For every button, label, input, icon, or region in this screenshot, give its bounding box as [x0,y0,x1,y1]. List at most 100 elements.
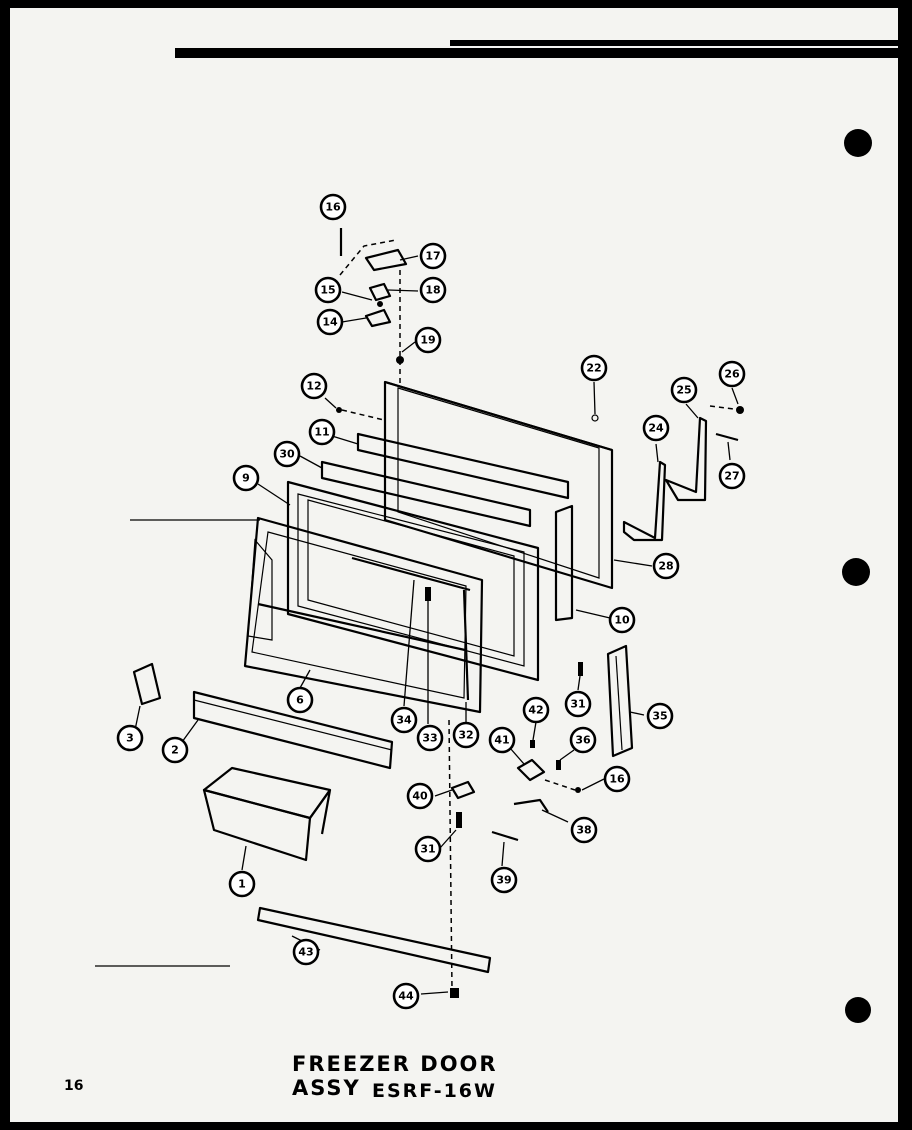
part-43-rail [256,906,492,974]
callout-16: 16 [603,765,631,793]
callout-label: 16 [609,773,625,786]
callout-36: 36 [569,726,597,754]
callout-32: 32 [452,721,480,749]
callout-label: 33 [422,732,437,745]
page-number: 16 [64,1078,84,1094]
callout-label: 38 [576,824,591,837]
callout-label: 39 [496,874,511,887]
callout-label: 2 [171,744,179,757]
part-27 [715,432,739,442]
small-hardware [336,407,599,991]
callout-31: 31 [564,690,592,718]
callout-label: 41 [494,734,509,747]
callout-42: 42 [522,696,550,724]
callout-16: 16 [319,193,347,221]
scan-artifacts [95,40,900,1023]
callout-label: 25 [676,384,691,397]
callout-28: 28 [652,552,680,580]
callout-25: 25 [670,376,698,404]
callout-10: 10 [608,606,636,634]
callout-30: 30 [273,440,301,468]
callout-labels: 1236910111214151616171819222425262728303… [116,193,746,1010]
callout-label: 12 [306,380,321,393]
callout-35: 35 [646,702,674,730]
callout-34: 34 [390,706,418,734]
callout-24: 24 [642,414,670,442]
part-44-cap [450,988,459,998]
callout-15: 15 [314,276,342,304]
callout-41: 41 [488,726,516,754]
callout-label: 1 [238,878,246,891]
part-28-outer-door [383,380,614,590]
callout-label: 17 [425,250,440,263]
callout-label: 18 [425,284,440,297]
callout-label: 30 [279,448,295,461]
callout-label: 6 [296,694,304,707]
part-2-trim [192,690,394,770]
callout-label: 11 [314,426,329,439]
part-11-breaker-strip [356,432,570,500]
callout-39: 39 [490,866,518,894]
top-hinge-assembly [339,228,408,385]
callout-label: 3 [126,732,134,745]
part-10-side-strip [554,504,574,622]
callout-1: 1 [228,870,256,898]
callout-label: 42 [528,704,543,717]
callout-18: 18 [419,276,447,304]
callout-label: 14 [322,316,338,329]
callout-26: 26 [718,360,746,388]
callout-9: 9 [232,464,260,492]
callout-27: 27 [718,462,746,490]
callout-33: 33 [416,724,444,752]
callout-label: 36 [575,734,591,747]
callout-19: 19 [414,326,442,354]
part-9-gasket [286,480,540,682]
part-6-door-liner [243,516,484,714]
callout-43: 43 [292,938,320,966]
callout-12: 12 [300,372,328,400]
callout-label: 31 [420,843,435,856]
callout-label: 44 [398,990,414,1003]
callout-label: 26 [724,368,740,381]
part-35-handle [606,644,634,758]
callout-17: 17 [419,242,447,270]
callout-11: 11 [308,418,336,446]
part-25-hinge [664,416,708,502]
callout-40: 40 [406,782,434,810]
callout-2: 2 [161,736,189,764]
model-number: ESRF-16W [372,1080,497,1102]
part-24-bracket [622,460,667,542]
callout-label: 28 [658,560,673,573]
callout-label: 24 [648,422,664,435]
diagram-sheet [10,8,898,1122]
callout-label: 40 [412,790,428,803]
callout-label: 19 [420,334,435,347]
callout-3: 3 [116,724,144,752]
part-1-basket [202,766,332,862]
callout-31: 31 [414,835,442,863]
parts-32-33-34 [425,587,470,701]
callout-label: 9 [242,472,250,485]
part-26-screw [709,405,744,414]
callout-label: 43 [298,946,313,959]
leader-lines [134,255,739,995]
callout-38: 38 [570,816,598,844]
callout-label: 15 [320,284,335,297]
diagram-title: FREEZER DOOR ASSY [292,1052,498,1100]
part-30-breaker-strip [320,460,532,528]
callout-14: 14 [316,308,344,336]
callout-label: 22 [586,362,601,375]
callout-44: 44 [392,982,420,1010]
callout-label: 16 [325,201,341,214]
part-3-clip [132,662,162,706]
callout-label: 31 [570,698,585,711]
callout-label: 35 [652,710,667,723]
callout-22: 22 [580,354,608,382]
callout-label: 34 [396,714,412,727]
callout-label: 27 [724,470,739,483]
callout-label: 10 [614,614,630,627]
callout-label: 32 [458,729,473,742]
callout-6: 6 [286,686,314,714]
